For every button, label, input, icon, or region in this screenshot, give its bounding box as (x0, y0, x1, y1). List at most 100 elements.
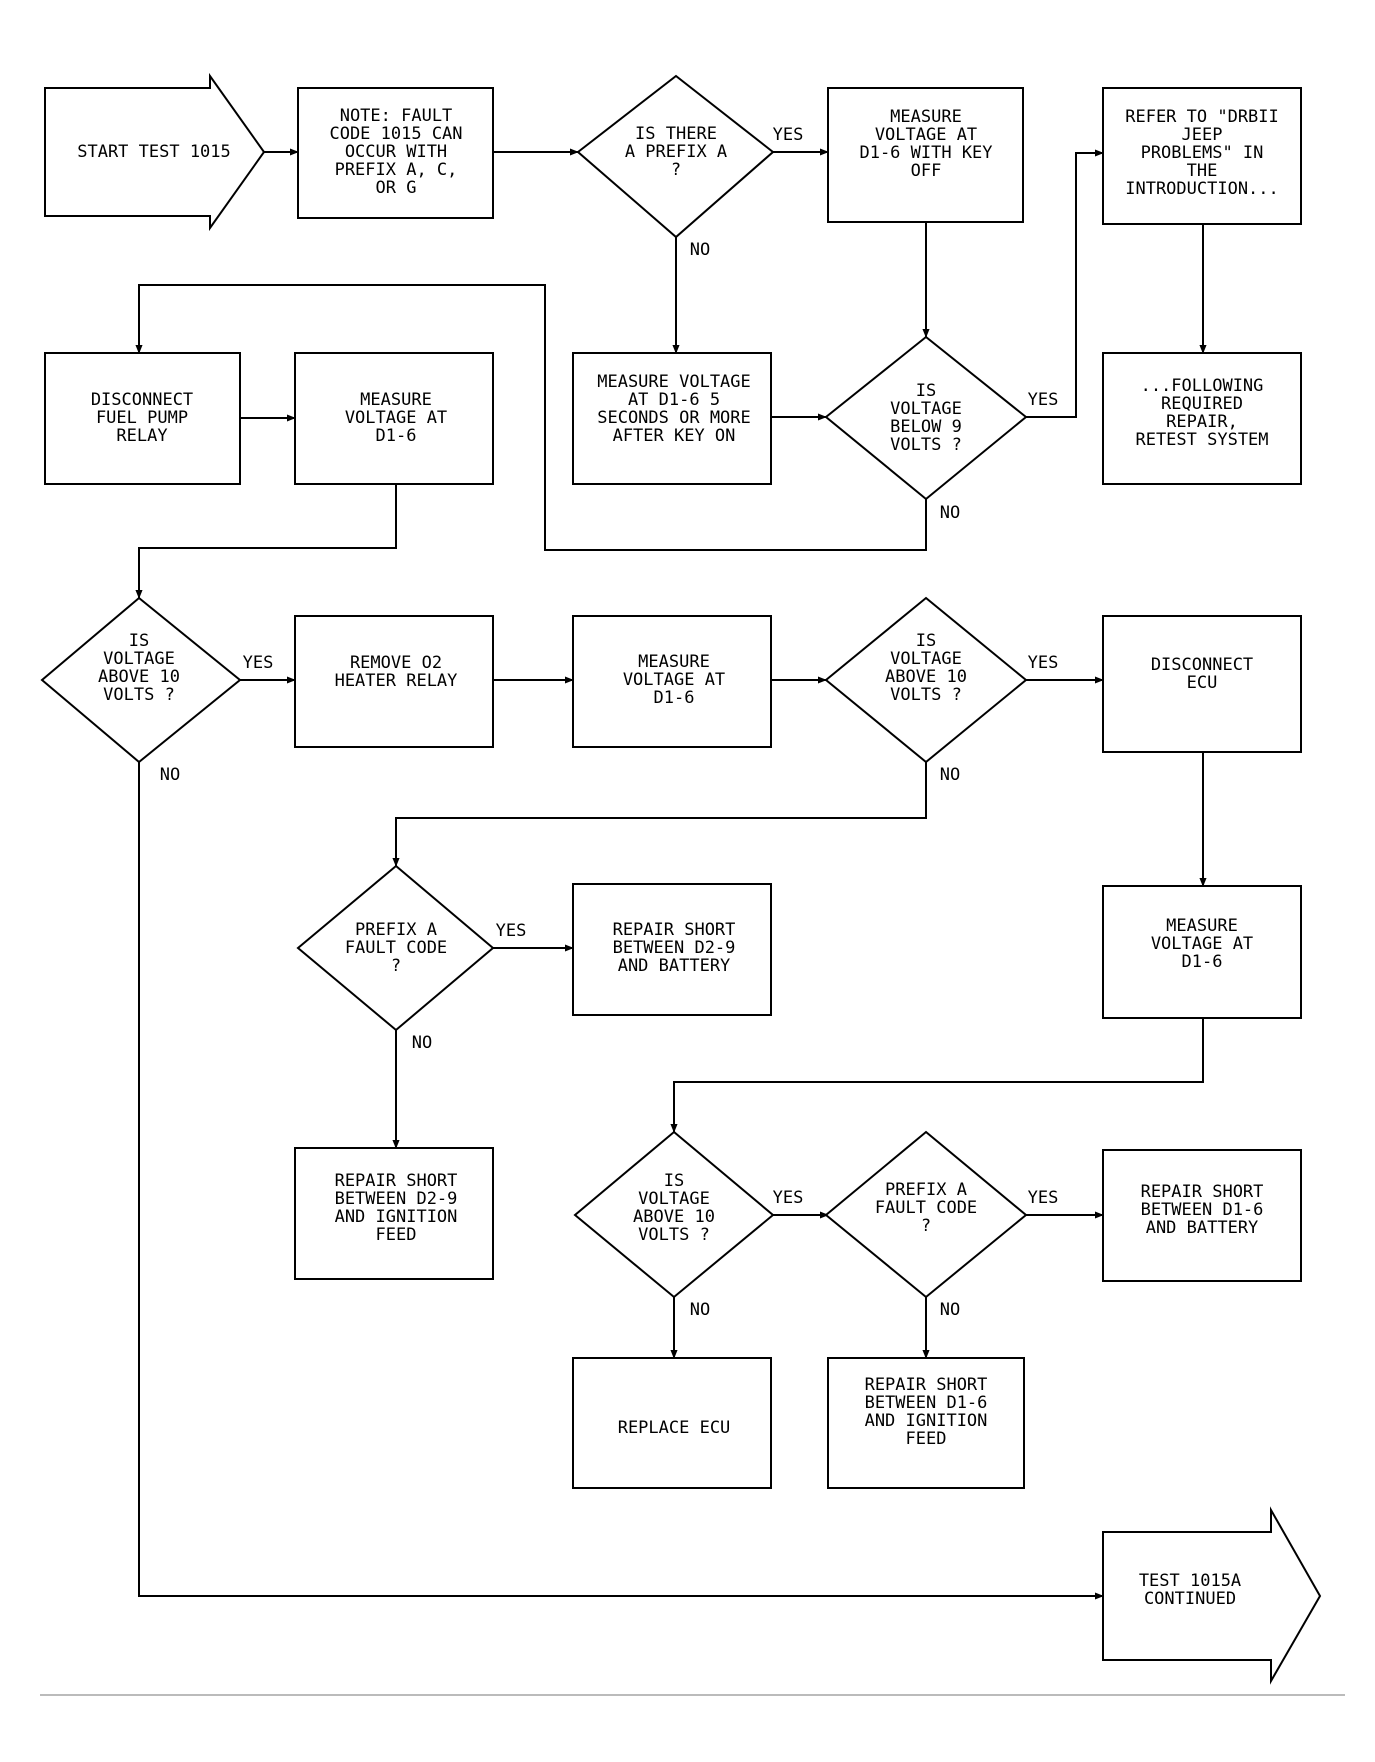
replace-ecu-box (572, 1357, 772, 1489)
node-text-line: OFF (911, 161, 942, 181)
node-text-line: TEST 1015A (1139, 1571, 1241, 1591)
node-text-line: PREFIX A (885, 1180, 967, 1200)
node-text-line: MEASURE (890, 107, 962, 127)
node-text-line: ? (921, 1216, 931, 1236)
start-arrow (44, 72, 266, 232)
node-text-line: IS THERE (635, 124, 717, 144)
node-text-line: MEASURE (1166, 916, 1238, 936)
branch-labels: YES NO YES NO YES NO YES NO YES NO YES N… (160, 125, 1059, 1320)
node-text-line: BETWEEN D2-9 (613, 938, 736, 958)
node-text-line: FEED (376, 1225, 417, 1245)
node-text-line: ABOVE 10 (633, 1207, 715, 1227)
node-text-line: D1-6 (376, 426, 417, 446)
node-text-line: CONTINUED (1144, 1589, 1236, 1609)
node-text-line: BETWEEN D1-6 (865, 1393, 988, 1413)
node-text-line: VOLTAGE AT (345, 408, 447, 428)
repair-d16-ignition-box (827, 1357, 1025, 1489)
conn-q-above-10-a-no (138, 762, 1104, 1600)
node-text-line: VOLTAGE (638, 1189, 710, 1209)
q-above-10-a-diamond (40, 596, 242, 764)
node-text-line: FAULT CODE (875, 1198, 977, 1218)
start-label: START TEST 1015 (77, 142, 231, 162)
yes-label-q-prefix-a: YES (773, 125, 804, 145)
node-text-line: MEASURE (638, 652, 710, 672)
no-label-q-prefix-a: NO (690, 240, 710, 260)
no-label-q-below-9: NO (940, 503, 960, 523)
replace-ecu-label: REPLACE ECU (618, 1418, 731, 1438)
node-text-line: FAULT CODE (345, 938, 447, 958)
node-text-line: THE (1187, 161, 1218, 181)
node-text-line: FEED (906, 1429, 947, 1449)
node-text-line: VOLTAGE (103, 649, 175, 669)
connectors (135, 148, 1207, 1600)
conn-q-below-9-no (135, 284, 927, 551)
node-text-line: HEATER RELAY (335, 671, 458, 691)
measure-d16-a-box (294, 352, 494, 485)
node-text-line: AND IGNITION (335, 1207, 458, 1227)
refer-drbii-box (1102, 87, 1302, 225)
node-text-line: PREFIX A, C, (335, 160, 458, 180)
node-text-line: VOLTS ? (890, 435, 962, 455)
node-text-line: BETWEEN D2-9 (335, 1189, 458, 1209)
node-text-line: INTRODUCTION... (1125, 179, 1279, 199)
node-text-line: AND BATTERY (618, 956, 731, 976)
node-text-line: IS (664, 1171, 684, 1191)
node-text-line: MEASURE VOLTAGE (597, 372, 751, 392)
node-text-line: NOTE: FAULT (340, 106, 453, 126)
yes-label-q-prefix-fault-a: YES (496, 921, 527, 941)
measure-key-on-box (572, 352, 772, 485)
q-prefix-fault-b-diamond (824, 1130, 1028, 1299)
no-label-q-above-10-b: NO (940, 765, 960, 785)
node-text-line: REPAIR, (1166, 412, 1238, 432)
node-text-line: VOLTAGE AT (1151, 934, 1253, 954)
node-text-line: SECONDS OR MORE (597, 408, 751, 428)
following-repair-box (1102, 352, 1302, 485)
node-text-line: VOLTS ? (103, 685, 175, 705)
node-text-line: ABOVE 10 (98, 667, 180, 687)
node-text-line: REPAIR SHORT (335, 1171, 458, 1191)
measure-d16-b-box (572, 615, 772, 748)
node-text-line: REQUIRED (1161, 394, 1243, 414)
node-text-line: RETEST SYSTEM (1135, 430, 1268, 450)
node-text-line: VOLTAGE (890, 399, 962, 419)
no-label-q-prefix-fault-b: NO (940, 1300, 960, 1320)
node-text-line: FUEL PUMP (96, 408, 188, 428)
conn-q-below-9-yes (1026, 149, 1104, 418)
node-text-line: BETWEEN D1-6 (1141, 1200, 1264, 1220)
node-text-line: ? (391, 956, 401, 976)
continued-arrow (1102, 1506, 1322, 1685)
node-text-line: START TEST 1015 (77, 142, 231, 162)
node-text-line: IS (129, 631, 149, 651)
node-text-line: RELAY (116, 426, 167, 446)
node-text-line: REFER TO "DRBII (1125, 107, 1279, 127)
shapes (40, 72, 1322, 1685)
no-label-q-above-10-a: NO (160, 765, 180, 785)
no-label-q-above-10-c: NO (690, 1300, 710, 1320)
node-text-line: D1-6 (1182, 952, 1223, 972)
node-text-line: DISCONNECT (1151, 655, 1253, 675)
node-text-line: A PREFIX A (625, 142, 727, 162)
yes-label-q-prefix-fault-b: YES (1028, 1188, 1059, 1208)
node-text-line: AT D1-6 5 (628, 390, 720, 410)
node-text-line: IS (916, 381, 936, 401)
node-text-line: ABOVE 10 (885, 667, 967, 687)
repair-d29-battery-box (572, 883, 772, 1016)
node-text-line: VOLTS ? (638, 1225, 710, 1245)
node-text-line: REPLACE ECU (618, 1418, 731, 1438)
yes-label-q-above-10-a: YES (243, 653, 274, 673)
